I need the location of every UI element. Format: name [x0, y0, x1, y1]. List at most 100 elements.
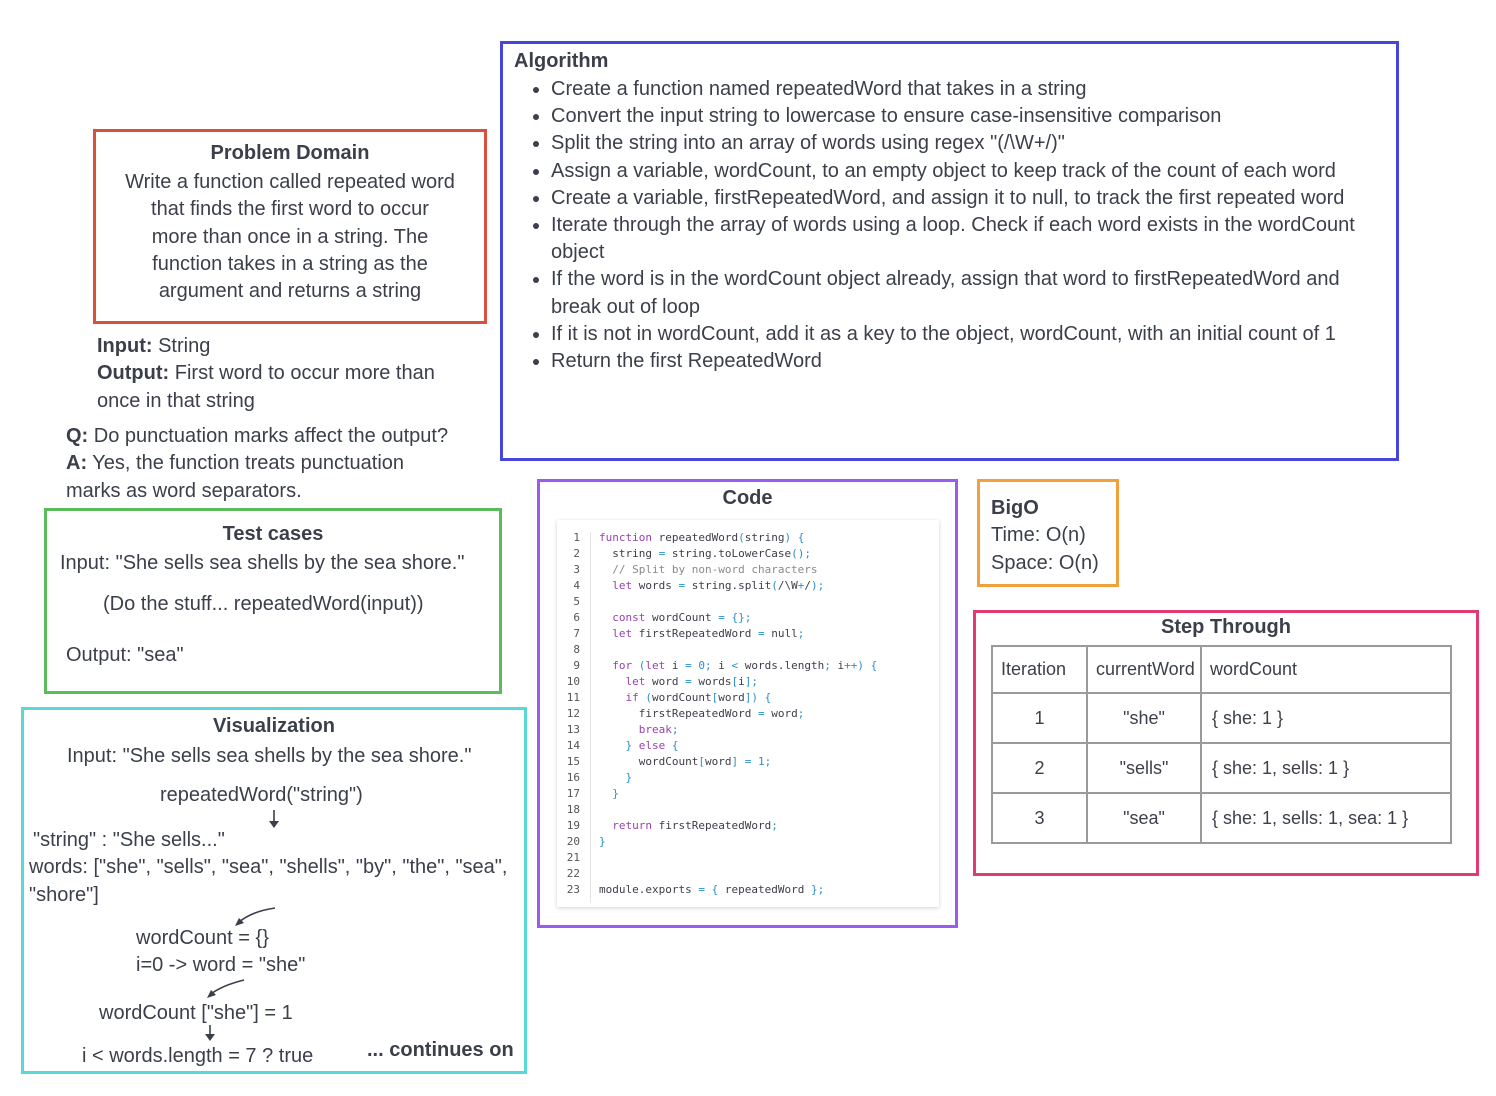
table-header: currentWord	[1086, 645, 1202, 694]
curved-arrow-icon	[235, 907, 276, 926]
line-number: 22	[566, 867, 580, 880]
viz-call: repeatedWord("string")	[160, 784, 363, 806]
table-cell: 1	[991, 692, 1088, 744]
visualization-title: Visualization	[213, 715, 335, 737]
code-text: } else {	[625, 739, 679, 752]
algorithm-step: If it is not in wordCount, add it as a k…	[551, 321, 1381, 348]
output-line: Output: First word to occur more than	[97, 360, 435, 387]
line-number: 17	[566, 787, 580, 800]
line-number: 23	[566, 883, 580, 896]
bigo-space: Space: O(n)	[991, 552, 1099, 574]
algorithm-step: Convert the input string to lowercase to…	[551, 103, 1381, 130]
algorithm-step: Assign a variable, wordCount, to an empt…	[551, 158, 1381, 185]
problem-line: function takes in a string as the	[152, 252, 428, 275]
algorithm-step: Create a variable, firstRepeatedWord, an…	[551, 185, 1381, 212]
line-number: 9	[573, 659, 580, 672]
algorithm-steps: Create a function named repeatedWord tha…	[529, 76, 1381, 375]
algorithm-step: Return the first RepeatedWord	[551, 348, 1381, 375]
problem-domain-text: Write a function called repeated word th…	[106, 169, 474, 305]
viz-wordcount-init: wordCount = {}	[136, 927, 269, 949]
code-text: let firstRepeatedWord = null;	[612, 627, 805, 640]
table-header: wordCount	[1200, 645, 1452, 694]
line-number: 19	[566, 819, 580, 832]
code-text: let words = string.split(/\W+/);	[612, 579, 825, 592]
code-title: Code	[722, 487, 773, 509]
answer-text: Yes, the function treats punctuation	[87, 452, 405, 474]
problem-domain-box: Problem Domain Write a function called r…	[93, 129, 487, 324]
table-cell: { she: 1 }	[1200, 692, 1452, 744]
code-text: }	[599, 835, 606, 848]
problem-line: that finds the first word to occur	[151, 198, 429, 221]
table-row: 3 "sea" { she: 1, sells: 1, sea: 1 }	[991, 792, 1452, 844]
line-number: 1	[573, 531, 580, 544]
answer-line: A: Yes, the function treats punctuation	[66, 450, 404, 477]
code-text: module.exports = { repeatedWord };	[599, 883, 825, 896]
question-text: Do punctuation marks affect the output?	[88, 425, 449, 447]
line-number: 6	[573, 611, 580, 624]
viz-string-line: "string" : "She sells..."	[33, 829, 225, 851]
output-line-2: once in that string	[97, 390, 255, 412]
viz-iteration-line: i=0 -> word = "she"	[136, 954, 306, 976]
table-row: 2 "sells" { she: 1, sells: 1 }	[991, 742, 1452, 794]
line-number: 11	[566, 691, 580, 704]
code-text: if (wordCount[word]) {	[625, 691, 772, 704]
algorithm-step: Create a function named repeatedWord tha…	[551, 76, 1381, 103]
code-text: }	[625, 771, 633, 784]
table-cell: "sells"	[1086, 742, 1202, 794]
output-label: Output:	[97, 362, 170, 384]
test-input: Input: "She sells sea shells by the sea …	[60, 552, 465, 574]
viz-words-line-2: "shore"]	[29, 884, 99, 906]
step-through-box: Step Through Iteration currentWord wordC…	[973, 610, 1479, 876]
line-number: 18	[566, 803, 580, 816]
output-value: First word to occur more than	[169, 362, 435, 384]
algorithm-box: Algorithm Create a function named repeat…	[500, 41, 1399, 461]
bigo-time: Time: O(n)	[991, 524, 1086, 546]
down-arrow-icon	[269, 810, 279, 828]
line-number: 3	[573, 563, 580, 576]
code-text: function repeatedWord(string) {	[599, 531, 805, 544]
code-text: firstRepeatedWord = word;	[599, 707, 805, 720]
viz-continues-on: ... continues on	[367, 1039, 514, 1061]
question-line: Q: Do punctuation marks affect the outpu…	[66, 423, 448, 450]
down-arrow-icon	[205, 1025, 215, 1041]
line-number: 2	[573, 547, 580, 560]
line-number: 20	[566, 835, 580, 848]
table-cell: 3	[991, 792, 1088, 844]
table-header: Iteration	[991, 645, 1088, 694]
line-number: 14	[566, 739, 580, 752]
code-box: Code 1 function repeatedWord(string) { 2 s…	[537, 479, 958, 928]
line-number: 13	[566, 723, 580, 736]
code-text: const wordCount = {};	[612, 611, 752, 624]
code-text: for (let i = 0; i < words.length; i++) {	[612, 659, 878, 672]
algorithm-step: If the word is in the wordCount object a…	[551, 266, 1381, 320]
line-number: 15	[566, 755, 580, 768]
code-gutter	[557, 532, 591, 902]
line-number: 21	[566, 851, 580, 864]
test-cases-title: Test cases	[222, 523, 324, 545]
test-action: (Do the stuff... repeatedWord(input))	[103, 593, 424, 615]
line-number: 4	[573, 579, 580, 592]
line-number: 5	[573, 595, 580, 608]
input-line: Input: String	[97, 333, 210, 360]
code-text: wordCount[word] = 1;	[599, 755, 772, 768]
step-through-title: Step Through	[1161, 616, 1291, 638]
code-panel: 1 function repeatedWord(string) { 2 string…	[557, 520, 939, 907]
curved-arrow-icon	[207, 979, 245, 998]
code-text: string = string.toLowerCase();	[599, 547, 811, 560]
bigo-box: BigO Time: O(n) Space: O(n)	[977, 479, 1119, 587]
viz-condition-line: i < words.length = 7 ? true	[82, 1045, 314, 1067]
code-text: }	[612, 787, 619, 800]
viz-input: Input: "She sells sea shells by the sea …	[67, 745, 472, 767]
line-number: 16	[566, 771, 580, 784]
algorithm-step: Split the string into an array of words …	[551, 130, 1381, 157]
viz-words-line: words: ["she", "sells", "sea", "shells",…	[29, 856, 508, 878]
problem-line: Write a function called repeated word	[125, 171, 455, 193]
step-through-table: Iteration currentWord wordCount 1 "she" …	[991, 645, 1452, 844]
table-cell: { she: 1, sells: 1 }	[1200, 742, 1452, 794]
test-cases-box: Test cases Input: "She sells sea shells …	[44, 508, 502, 694]
problem-line: more than once in a string. The	[151, 225, 429, 248]
line-number: 12	[566, 707, 580, 720]
line-number: 10	[566, 675, 580, 688]
input-label: Input:	[97, 335, 153, 357]
answer-label: A:	[66, 452, 88, 474]
